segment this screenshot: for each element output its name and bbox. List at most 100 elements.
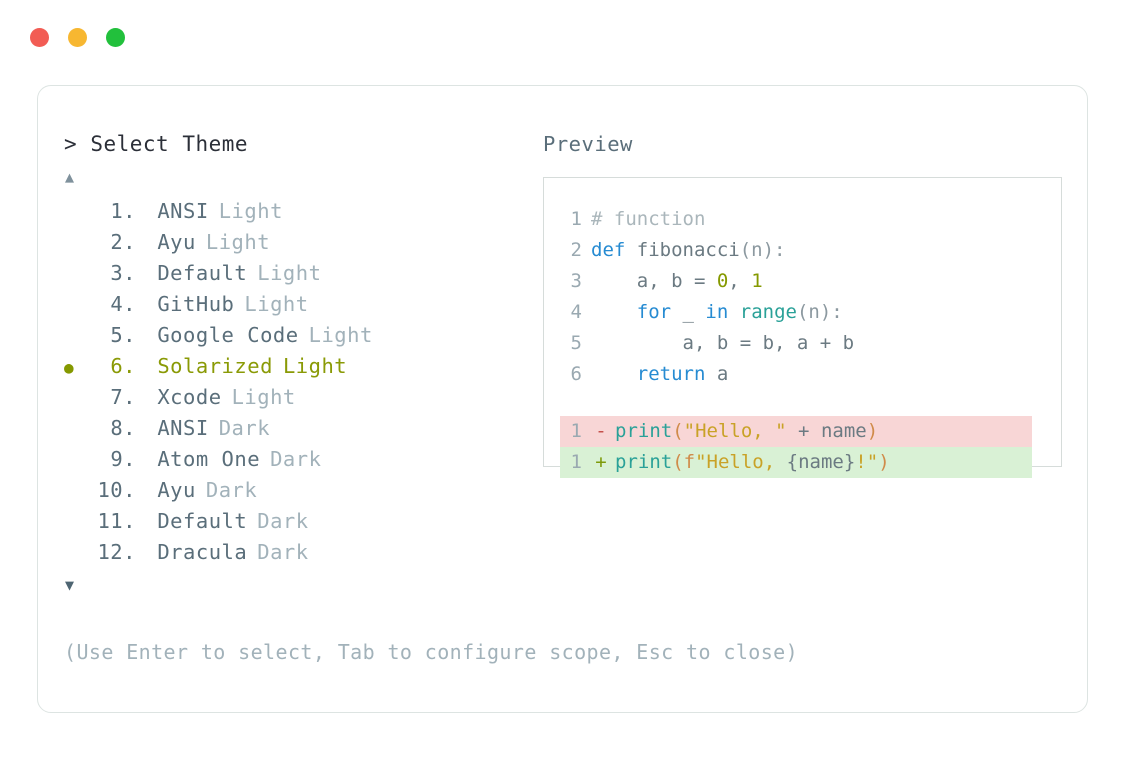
code-line-number: 3	[570, 270, 582, 292]
theme-item-variant: Dark	[257, 509, 309, 533]
theme-list-item[interactable]: 12. Dracula Dark	[64, 537, 534, 568]
theme-item-number: 10.	[97, 478, 136, 502]
diff-line-number: 1	[570, 420, 582, 442]
theme-item-number: 4.	[110, 292, 136, 316]
code-token: ,	[728, 270, 752, 292]
code-token: return	[636, 363, 706, 385]
minimize-window-icon[interactable]	[68, 28, 87, 47]
code-token: )	[878, 451, 890, 473]
code-token: range	[739, 301, 797, 323]
code-token: (n):	[796, 301, 843, 323]
theme-item-name: Xcode	[157, 385, 222, 409]
theme-list-item[interactable]: 11. Default Dark	[64, 506, 534, 537]
code-token: name	[798, 451, 844, 473]
diff-line-added: 1+print(f"Hello, {name}!")	[560, 447, 1032, 478]
code-line-number: 6	[570, 363, 582, 385]
theme-item-number: 1.	[110, 199, 136, 223]
code-line-number: 1	[570, 208, 582, 230]
code-token: a	[705, 363, 729, 385]
diff-sign: -	[595, 420, 607, 442]
code-token: {	[786, 451, 799, 473]
theme-item-name: Ayu	[157, 230, 196, 254]
theme-item-number: 7.	[110, 385, 136, 409]
code-token: (n):	[739, 239, 786, 261]
code-token: "Hello, "	[683, 420, 787, 442]
theme-list-item[interactable]: 7. Xcode Light	[64, 382, 534, 413]
close-window-icon[interactable]	[30, 28, 49, 47]
theme-list-item[interactable]: 8. ANSI Dark	[64, 413, 534, 444]
diff-line-removed: 1-print("Hello, " + name)	[560, 416, 1032, 447]
code-token: a, b = b, a + b	[591, 332, 855, 354]
selected-bullet-icon: ●	[64, 358, 74, 377]
code-token: a, b =	[591, 270, 717, 292]
code-line: 4 for _ in range(n):	[560, 297, 1061, 328]
theme-item-name: Google Code	[157, 323, 299, 347]
theme-item-number: 12.	[97, 540, 136, 564]
theme-item-name: ANSI	[157, 416, 209, 440]
code-line-number: 5	[570, 332, 582, 354]
theme-item-variant: Dark	[218, 416, 271, 440]
code-line: 3 a, b = 0, 1	[560, 266, 1061, 297]
theme-item-gap	[136, 537, 157, 568]
scroll-down-icon[interactable]: ▼	[65, 576, 75, 594]
code-token: def	[591, 239, 637, 261]
scroll-up-icon[interactable]: ▲	[65, 168, 75, 186]
theme-item-variant: Light	[257, 261, 322, 285]
theme-item-number: 8.	[110, 416, 136, 440]
code-token: f	[683, 451, 696, 473]
theme-item-gap	[136, 413, 157, 444]
theme-item-variant: Dark	[205, 478, 258, 502]
code-line: 5 a, b = b, a + b	[560, 328, 1061, 359]
theme-item-name: Default	[157, 261, 248, 285]
code-token: print	[615, 451, 673, 473]
theme-item-name: Default	[157, 509, 248, 533]
theme-item-gap	[136, 382, 157, 413]
theme-item-variant: Light	[244, 292, 309, 316]
preview-label: Preview	[543, 132, 633, 156]
code-token: !	[855, 451, 867, 473]
theme-item-gap	[136, 351, 157, 382]
theme-item-variant: Light	[282, 354, 348, 378]
theme-item-variant: Dark	[257, 540, 309, 564]
code-line: 6 return a	[560, 359, 1061, 390]
prompt-line: > Select Theme	[64, 130, 534, 158]
theme-item-variant: Light	[231, 385, 296, 409]
theme-item-variant: Light	[205, 230, 271, 254]
theme-item-name: Dracula	[157, 540, 248, 564]
theme-list-item[interactable]: 1. ANSI Light	[64, 196, 534, 227]
theme-item-number: 2.	[110, 230, 136, 254]
theme-item-variant: Light	[218, 199, 283, 223]
diff-block: 1-print("Hello, " + name)1+print(f"Hello…	[560, 416, 1061, 478]
code-token	[591, 297, 637, 328]
theme-item-gap	[136, 289, 157, 320]
code-token: )	[866, 420, 879, 442]
theme-item-gap	[136, 320, 157, 351]
code-token	[591, 359, 637, 390]
theme-item-gap	[136, 196, 157, 227]
code-token: for	[636, 301, 672, 323]
code-spacer	[560, 390, 1061, 416]
theme-item-name: ANSI	[157, 199, 209, 223]
maximize-window-icon[interactable]	[106, 28, 125, 47]
code-token: in	[705, 301, 729, 323]
theme-item-name: Solarized	[157, 354, 273, 378]
code-token: # function	[591, 208, 706, 230]
code-token: 1	[751, 270, 763, 292]
theme-item-name: Atom One	[157, 447, 261, 471]
theme-item-gap	[136, 475, 157, 506]
code-line-number: 2	[570, 239, 582, 261]
page-title	[77, 132, 90, 156]
theme-list-item[interactable]: 2. Ayu Light	[64, 227, 534, 258]
theme-item-number: 11.	[97, 509, 136, 533]
code-token: }	[843, 451, 856, 473]
code-token: (	[672, 451, 684, 473]
